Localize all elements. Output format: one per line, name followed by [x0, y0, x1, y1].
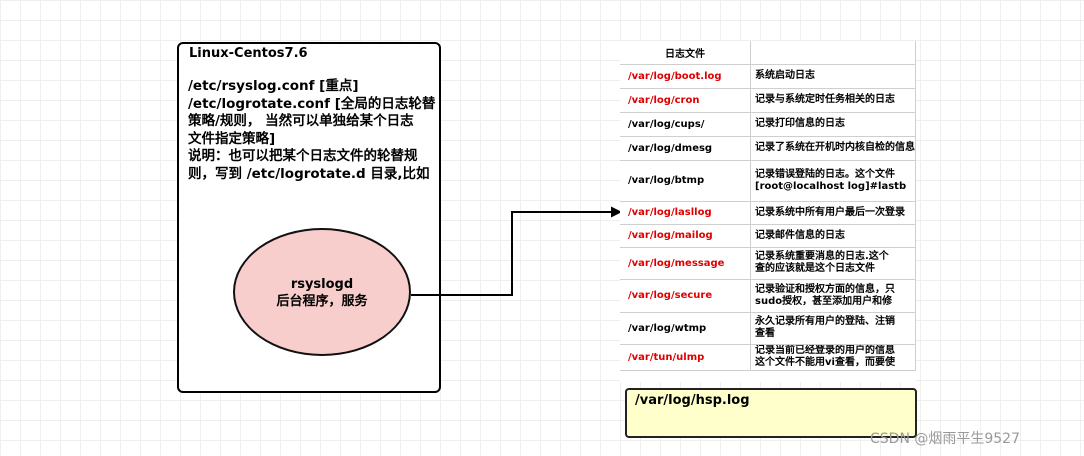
log-description-line: 永久记录所有用户的登陆、注销: [755, 316, 895, 327]
header-log-file: 日志文件: [620, 41, 751, 65]
linux-system-box: Linux-Centos7.6 /etc/rsyslog.conf [重点] /…: [177, 42, 441, 393]
log-description-cell: 记录了系统在开机时内核自检的信息: [750, 135, 916, 161]
table-row: /var/log/mailog 记录邮件信息的日志: [620, 223, 916, 248]
log-description-cell: 系统启动日志: [750, 63, 916, 89]
log-path-cell: /var/log/lasllog: [620, 200, 751, 225]
log-description-line: 记录与系统定时任务相关的日志: [755, 94, 895, 105]
log-description-cell: 记录错误登陆的日志。这个文件[root@localhost log]#lastb: [750, 159, 916, 202]
log-description-line: 记录系统中所有用户最后一次登录: [755, 206, 905, 218]
rsyslogd-ellipse: [233, 228, 411, 356]
log-description-line: 记录系统重要消息的日志.这个: [755, 251, 889, 262]
log-description-line: sudo授权，甚至添加用户和修: [755, 295, 893, 307]
log-description-cell: 记录邮件信息的日志: [750, 223, 916, 248]
log-path-cell: /var/log/secure: [620, 278, 751, 313]
config-line: /etc/rsyslog.conf [重点]: [188, 78, 359, 94]
log-file-table: 日志文件 /var/log/boot.log 系统启动日志/var/log/cro…: [620, 41, 916, 371]
linux-box-text: /etc/rsyslog.conf [重点] /etc/logrotate.co…: [188, 78, 438, 183]
log-description-line: 这个文件不能用vi查看，而要使: [755, 357, 895, 368]
log-path-cell: /var/log/boot.log: [620, 63, 751, 89]
log-path-cell: /var/log/wtmp: [620, 311, 751, 345]
log-description-line: 查看: [755, 328, 775, 339]
log-description-cell: 记录系统中所有用户最后一次登录: [750, 200, 916, 225]
watermark: CSDN @烟雨平生9527: [870, 431, 1020, 447]
log-description-cell: 记录打印信息的日志: [750, 111, 916, 137]
config-line: 文件指定策略]: [188, 130, 276, 147]
log-description-cell: 记录当前已经登录的用户的信息这个文件不能用vi查看，而要使: [750, 343, 916, 371]
table-row: /var/log/cups/记录打印信息的日志: [620, 111, 916, 137]
config-line: 策略/规则， 当然可以单独给某个日志: [188, 113, 414, 129]
hsp-log-label: /var/log/hsp.log: [635, 393, 750, 408]
log-file-table-wrapper: 日志文件 /var/log/boot.log 系统启动日志/var/log/cro…: [620, 41, 916, 382]
rsyslogd-label: rsyslogd 后台程序，服务: [233, 276, 411, 310]
log-description-line: 查的应该就是这个日志文件: [755, 263, 875, 274]
log-description-cell: 记录与系统定时任务相关的日志: [750, 87, 916, 113]
log-description-line: 记录当前已经登录的用户的信息: [755, 345, 895, 356]
config-line: 说明：也可以把某个日志文件的轮替规: [188, 148, 418, 164]
log-path-cell: /var/log/cups/: [620, 111, 751, 137]
table-header-row: 日志文件: [620, 41, 916, 65]
log-description-line: [root@localhost log]#lastb: [755, 180, 907, 192]
log-description-cell: 永久记录所有用户的登陆、注销查看: [750, 311, 916, 345]
log-path-cell: /var/log/dmesg: [620, 135, 751, 161]
log-path-cell: /var/log/cron: [620, 87, 751, 113]
log-description-line: 记录验证和授权方面的信息，只: [755, 283, 895, 295]
table-row: /var/log/cron 记录与系统定时任务相关的日志: [620, 87, 916, 113]
daemon-description: 后台程序，服务: [276, 294, 368, 309]
table-row: /var/log/dmesg 记录了系统在开机时内核自检的信息: [620, 135, 916, 161]
log-description-cell: 记录系统重要消息的日志.这个查的应该就是这个日志文件: [750, 246, 916, 280]
log-description-line: 记录了系统在开机时内核自检的信息: [755, 142, 915, 153]
table-row: /var/log/boot.log 系统启动日志: [620, 63, 916, 89]
log-description-line: 记录邮件信息的日志: [755, 229, 845, 241]
log-path-cell: /var/log/message: [620, 246, 751, 280]
log-description-line: 记录错误登陆的日志。这个文件: [755, 168, 895, 180]
header-description: [750, 41, 916, 65]
config-line: 则，写到 /etc/logrotate.d 目录,比如: [188, 165, 430, 182]
config-line: /etc/logrotate.conf [全局的日志轮替: [188, 95, 436, 112]
hsp-log-box: /var/log/hsp.log: [625, 388, 917, 438]
log-path-cell: /var/log/btmp: [620, 159, 751, 202]
table-row: /var/log/lasllog 记录系统中所有用户最后一次登录: [620, 200, 916, 225]
log-description-line: 系统启动日志: [755, 70, 815, 81]
log-path-cell: /var/tun/ulmp: [620, 343, 751, 371]
log-description-line: 记录打印信息的日志: [755, 118, 845, 129]
log-path-cell: /var/log/mailog: [620, 223, 751, 248]
daemon-name: rsyslogd: [290, 277, 354, 292]
linux-box-title: Linux-Centos7.6: [189, 46, 308, 61]
